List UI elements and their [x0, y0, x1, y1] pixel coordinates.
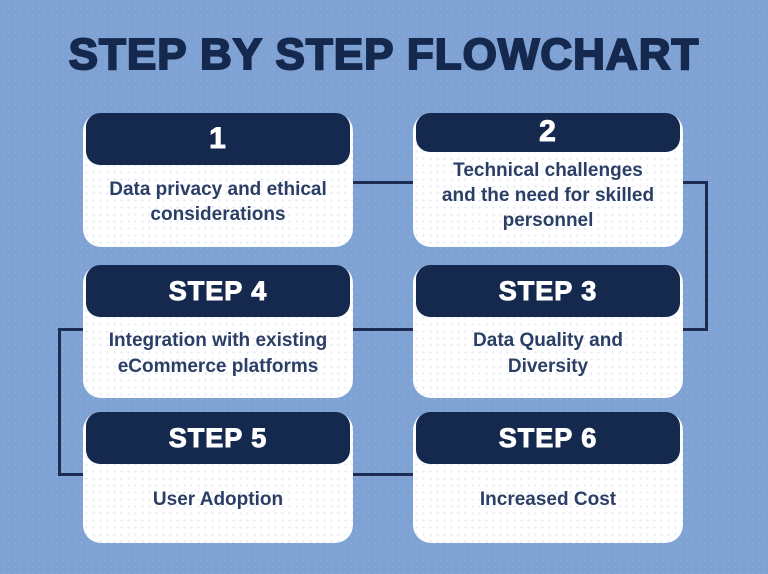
- step-6-header: STEP 6: [416, 412, 680, 464]
- step-3-header: STEP 3: [416, 265, 680, 317]
- connector-5-to-6: [350, 473, 420, 476]
- step-card-2: 2 Technical challenges and the need for …: [413, 113, 683, 247]
- step-2-body: Technical challenges and the need for sk…: [441, 159, 655, 231]
- step-4-header: STEP 4: [86, 265, 350, 317]
- step-5-body: User Adoption: [152, 488, 284, 510]
- step-6-body: Increased Cost: [479, 488, 617, 510]
- connector-into-3: [660, 328, 708, 331]
- connector-into-5: [58, 473, 98, 476]
- connector-3-to-4: [350, 328, 420, 331]
- step-1-body: Data privacy and ethical considerations: [109, 178, 327, 225]
- step-card-6: STEP 6 Increased Cost: [413, 412, 683, 543]
- connector-1-to-2: [350, 181, 420, 184]
- connector-4-out-left: [58, 328, 98, 331]
- step-card-5: STEP 5 User Adoption: [83, 412, 353, 543]
- step-3-body: Data Quality and Diversity: [473, 330, 623, 377]
- step-2-header: 2: [416, 113, 680, 152]
- connector-left-vertical: [58, 328, 61, 476]
- connector-2-out-right: [660, 181, 708, 184]
- page-title: STEP BY STEP FLOWCHART: [68, 29, 700, 80]
- step-5-header: STEP 5: [86, 412, 350, 464]
- step-1-header: 1: [86, 113, 350, 165]
- step-4-body: Integration with existing eCommerce plat…: [108, 330, 328, 377]
- step-card-4: STEP 4 Integration with existing eCommer…: [83, 265, 353, 398]
- step-card-1: 1 Data privacy and ethical consideration…: [83, 113, 353, 247]
- connector-right-vertical: [705, 181, 708, 331]
- step-card-3: STEP 3 Data Quality and Diversity: [413, 265, 683, 398]
